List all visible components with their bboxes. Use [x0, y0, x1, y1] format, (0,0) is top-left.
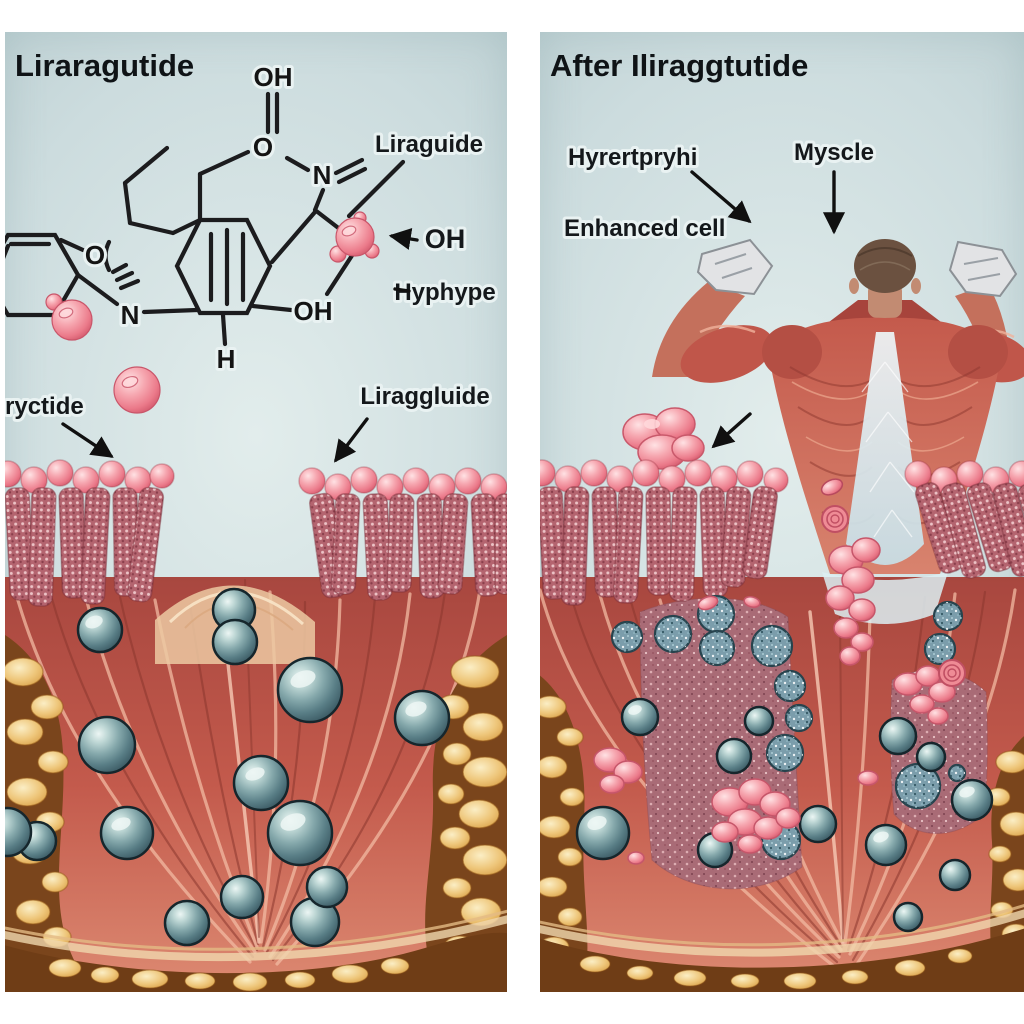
left-ear [849, 278, 859, 294]
after-panel: After Iliraggtutide Hyrertpryhi Myscle E… [540, 32, 1024, 992]
fat-tissue-bottom [540, 903, 1024, 992]
before-panel: Liraragutide [5, 32, 507, 992]
pink-molecule-spheres [45, 211, 380, 414]
pink-cell-chain [825, 537, 881, 666]
villi-brush-border [540, 482, 1024, 606]
callout-liraggluide: Liraggluide [360, 383, 489, 410]
arrow-enhanced-cell [711, 412, 752, 449]
dash-hyphype [393, 287, 411, 293]
atom-labels: OH O N O N H OH [82, 59, 336, 377]
callouts: Hyrertpryhi Myscle Enhanced cell [561, 136, 877, 245]
atom-oh-top: OH [254, 62, 293, 92]
bonds [58, 91, 406, 347]
callout-myscle: Myscle [794, 139, 874, 166]
enhanced-cell-blob [622, 407, 705, 470]
arrow-liraggluide [334, 417, 369, 463]
left-forearm [652, 282, 745, 377]
atom-o-mid: O [85, 240, 105, 270]
right-ear [911, 278, 921, 294]
fat-tissue-bottom [5, 909, 507, 992]
page-title-before: Liraragutide [15, 48, 194, 83]
villi-brush-border [5, 486, 507, 607]
arrow-ryctide [61, 422, 114, 458]
after-panel-art: After Iliraggtutide Hyrertpryhi Myscle E… [540, 48, 1024, 992]
left-bicep [680, 325, 774, 383]
callout-oh: OH [425, 224, 466, 254]
pink-cell-clusters [593, 595, 956, 865]
tissue-section-after [540, 459, 1024, 992]
callout-hyrertpryhi: Hyrertpryhi [568, 144, 697, 171]
teal-spheres [5, 587, 451, 948]
atom-n-mid: N [121, 300, 140, 330]
arrow-oh [388, 228, 419, 250]
falling-pink-pills [820, 478, 849, 533]
tissue-section-before [5, 459, 507, 992]
teal-sphere-highlights [85, 615, 427, 831]
callout-enhanced-cell: Enhanced cell [564, 215, 725, 242]
callout-liraguide: Liraguide [375, 131, 483, 158]
left-deltoid [762, 325, 822, 379]
atom-o-top: O [253, 132, 273, 162]
page-title-after: After Iliraggtutide [550, 48, 808, 83]
callouts: Liraguide OH Hyphype ryctide Liraggluide [5, 128, 499, 463]
arrow-hyrertpryhi [690, 170, 752, 224]
right-deltoid [948, 325, 1008, 379]
atom-n-right: N [313, 160, 332, 190]
teal-sphere-highlights [587, 705, 975, 843]
spine-fascia [846, 332, 924, 565]
atom-oh-right: OH [294, 296, 333, 326]
fascia-feathers [861, 361, 915, 538]
hair [854, 239, 916, 293]
benzene-ring-right [174, 217, 273, 316]
callout-ryctide: ryctide [5, 393, 84, 420]
left-fist [696, 238, 774, 296]
before-panel-art: Liraragutide [5, 48, 507, 992]
mucosa-bumps [5, 459, 507, 501]
atom-h-bottom: H [217, 344, 236, 374]
chemical-structure: OH O N O N H OH [5, 59, 406, 414]
right-fist [948, 240, 1018, 298]
sparkle-cells [610, 594, 967, 861]
pink-swirl-cell [938, 659, 966, 687]
